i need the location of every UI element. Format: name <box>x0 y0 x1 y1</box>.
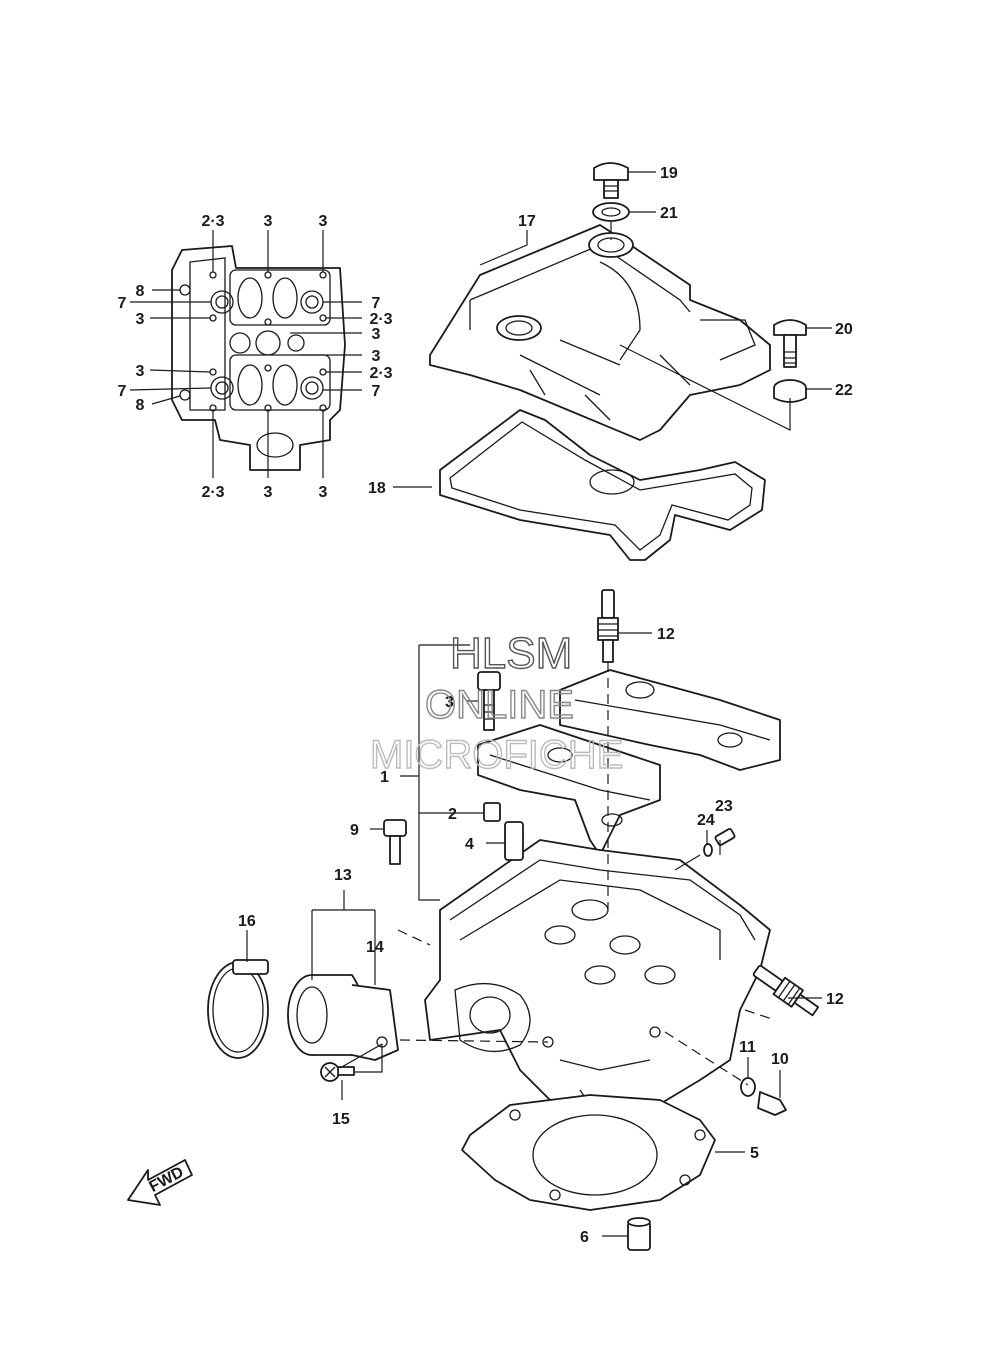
inset-left-label-4: 3 <box>136 363 145 380</box>
inset-top-label-2: 3 <box>264 213 273 230</box>
inset-left-label-5: 7 <box>118 383 127 400</box>
label-24: 24 <box>697 812 715 829</box>
label-18: 18 <box>368 480 386 497</box>
inset-bottom-label-1: 2·3 <box>201 484 224 501</box>
label-13: 13 <box>334 867 352 884</box>
inset-left-label-6: 8 <box>136 397 145 414</box>
label-21: 21 <box>660 205 678 222</box>
inset-top-label-3: 3 <box>319 213 328 230</box>
cylinder-head-cover-group <box>393 162 832 561</box>
label-19: 19 <box>660 165 678 182</box>
inset-right-label-1: 7 <box>372 295 381 312</box>
label-9: 9 <box>350 822 359 839</box>
inset-bottom-label-3: 3 <box>319 484 328 501</box>
inset-right-label-4: 3 <box>372 348 381 365</box>
label-2: 2 <box>448 806 457 823</box>
label-16: 16 <box>238 913 256 930</box>
label-14: 14 <box>366 939 384 956</box>
watermark-line-3: MICROFICHE <box>370 733 623 777</box>
inset-right-label-3: 3 <box>372 326 381 343</box>
inset-right-label-6: 7 <box>372 383 381 400</box>
label-4: 4 <box>465 836 474 853</box>
spark-plug-side <box>752 964 820 1017</box>
inset-left-label-1: 8 <box>136 283 145 300</box>
inset-right-label-5: 2·3 <box>369 365 392 382</box>
callout-labels: 19 21 17 20 22 18 12 12 3 1 2 4 9 23 24 … <box>238 165 853 1246</box>
label-12-side: 12 <box>826 991 844 1008</box>
fwd-arrow-icon: FWD <box>127 1159 193 1206</box>
inset-bottom-label-2: 3 <box>264 484 273 501</box>
fwd-label: FWD <box>146 1164 186 1196</box>
label-5: 5 <box>750 1145 759 1162</box>
watermark-line-1: HLSM <box>450 629 572 678</box>
label-20: 20 <box>835 321 853 338</box>
label-23: 23 <box>715 798 733 815</box>
label-1: 1 <box>380 769 389 786</box>
watermark: HLSM ONLINE MICROFICHE <box>369 628 624 777</box>
label-3: 3 <box>445 694 454 711</box>
inset-left-label-2: 7 <box>118 295 127 312</box>
label-17: 17 <box>518 213 536 230</box>
inset-right-label-2: 2·3 <box>369 311 392 328</box>
inset-top-label-1: 2·3 <box>201 213 224 230</box>
cylinder-head-group <box>207 589 822 1251</box>
label-22: 22 <box>835 382 853 399</box>
label-11: 11 <box>739 1039 756 1056</box>
inset-head-top-view <box>129 230 362 478</box>
label-15: 15 <box>332 1111 350 1128</box>
label-6: 6 <box>580 1229 589 1246</box>
spark-plug-top <box>597 589 619 663</box>
inset-left-label-3: 3 <box>136 311 145 328</box>
inset-labels: 2·3 3 3 2·3 3 3 8 7 3 3 7 8 7 2·3 3 3 2·… <box>118 213 393 501</box>
watermark-line-2: ONLINE <box>425 683 574 727</box>
label-10: 10 <box>771 1051 789 1068</box>
label-12-top: 12 <box>657 626 675 643</box>
